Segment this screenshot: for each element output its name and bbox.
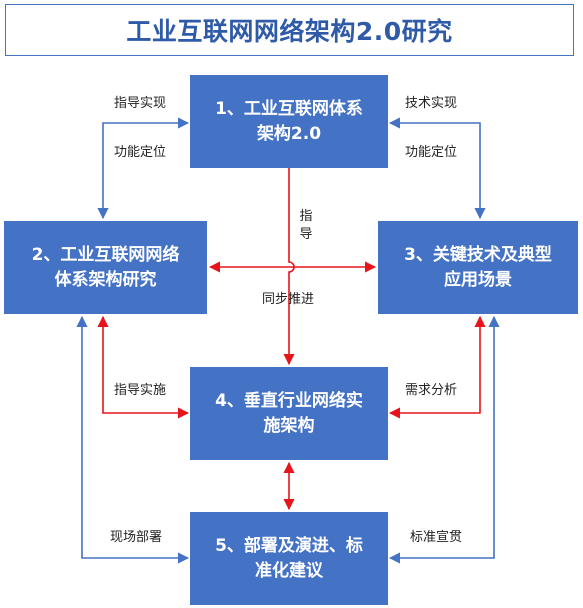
edge-n1-n4 — [283, 168, 295, 366]
edge-label-demand-analysis: 需求分析 — [405, 383, 458, 398]
diagram-title: 工业互联网网络架构2.0研究 — [126, 17, 453, 46]
node-label: 3、关键技术及典型 应用场景 — [404, 244, 552, 290]
edge-label-std-promote: 标准宣贯 — [410, 530, 463, 545]
edge-label-func-pos-left: 功能定位 — [114, 145, 167, 160]
edge-label-guide-impl: 指导实现 — [114, 96, 167, 111]
edge-n1-n2 — [97, 117, 190, 220]
edge-n2-n4 — [97, 315, 190, 419]
edge-label-tech-impl: 技术实现 — [405, 96, 458, 111]
node-vertical-industry: 4、垂直行业网络实 施架构 — [190, 367, 388, 460]
node-deployment-standards: 5、部署及演进、标 准化建议 — [190, 512, 388, 605]
edge-label-guide-vertical: 指导 — [299, 209, 313, 242]
edge-label-guide-implement: 指导实施 — [114, 383, 167, 398]
edge-label-field-deploy: 现场部署 — [110, 530, 163, 545]
node-label: 5、部署及演进、标 准化建议 — [215, 535, 363, 581]
node-architecture-2-0: 1、工业互联网体系 架构2.0 — [190, 75, 388, 168]
title-box: 工业互联网网络架构2.0研究 — [5, 4, 574, 56]
edge-n3-n4 — [388, 315, 486, 419]
node-key-tech-scenarios: 3、关键技术及典型 应用场景 — [378, 221, 578, 314]
edge-n3-n5 — [388, 315, 500, 564]
edge-label-func-pos-right: 功能定位 — [405, 145, 458, 160]
edge-label-sync-advance: 同步推进 — [262, 292, 315, 307]
edge-n1-n3 — [388, 117, 486, 220]
node-label: 4、垂直行业网络实 施架构 — [215, 390, 363, 436]
node-label: 1、工业互联网体系 架构2.0 — [215, 98, 363, 144]
node-label: 2、工业互联网网络 体系架构研究 — [31, 244, 180, 290]
edge-n2-n5 — [76, 315, 190, 564]
node-network-architecture-research: 2、工业互联网网络 体系架构研究 — [4, 221, 207, 314]
